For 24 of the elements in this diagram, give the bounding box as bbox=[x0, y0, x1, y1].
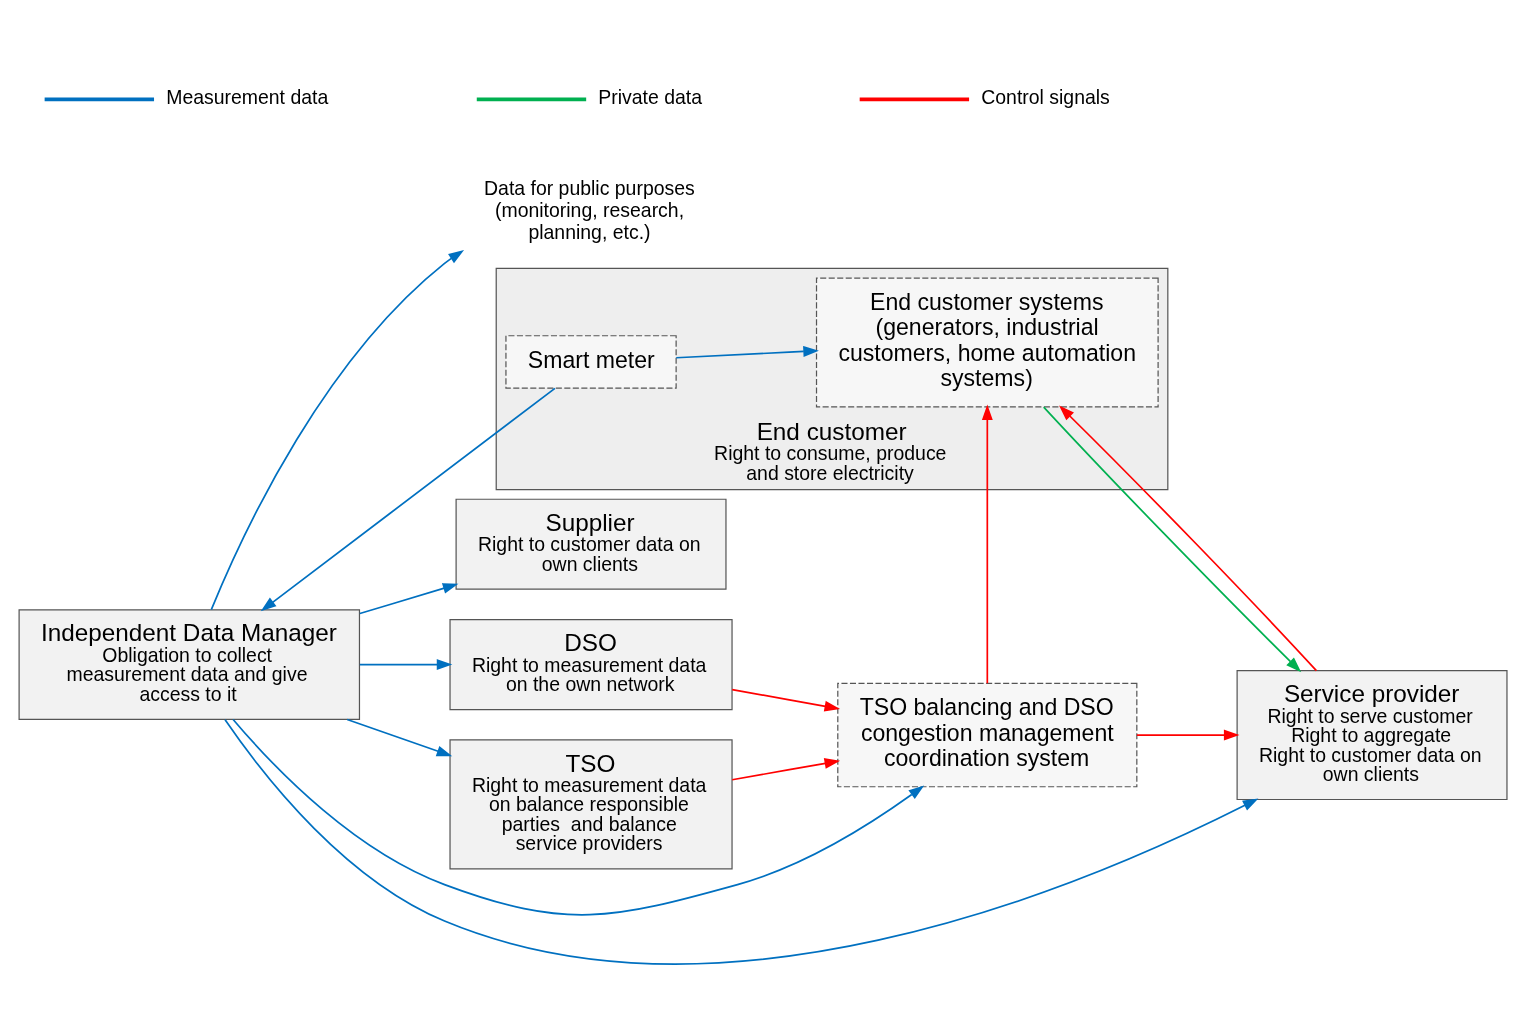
node-box: Independent Data Manager Obligation to collect measurement data and give access to it bbox=[18, 608, 361, 720]
node-box: Service provider Right to serve customer Right to aggregate Right to customer data on own clients bbox=[1236, 669, 1508, 800]
arrow bbox=[359, 582, 459, 614]
node-box: End customer systems (generators, industrial customers, home automation systems) bbox=[815, 276, 1159, 407]
node-box: TSO balancing and DSO congestion management coordination system bbox=[837, 682, 1138, 787]
legend-label: Measurement data bbox=[166, 85, 329, 108]
arrow bbox=[1136, 729, 1240, 741]
arrow bbox=[232, 718, 925, 916]
arrow bbox=[210, 249, 465, 610]
node-box: Smart meter bbox=[505, 334, 677, 389]
arrow bbox=[359, 658, 453, 670]
node-box: DSO Right to measurement data on the own network bbox=[449, 618, 733, 710]
arrow bbox=[731, 688, 841, 712]
arrow bbox=[260, 387, 556, 611]
node-text: Data for public purposes (monitoring, research, planning, etc.) bbox=[484, 176, 695, 243]
arrow bbox=[981, 403, 993, 684]
arrow bbox=[675, 345, 819, 359]
legend-label: Private data bbox=[598, 85, 703, 108]
arrow bbox=[731, 757, 841, 781]
arrow bbox=[346, 718, 453, 756]
node-box: TSO Right to measurement data on balance responsible parties and balance service providers bbox=[449, 738, 733, 869]
node-box: Supplier Right to customer data on own clients bbox=[455, 498, 727, 590]
legend-label: Control signals bbox=[981, 85, 1110, 108]
arrow bbox=[224, 718, 1259, 965]
